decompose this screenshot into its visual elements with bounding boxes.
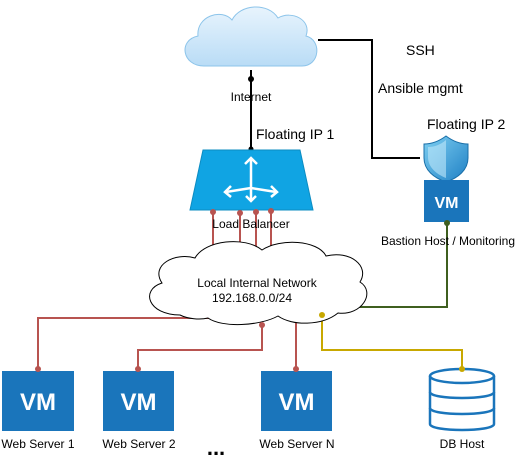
network-cidr-label: 192.168.0.0/24: [212, 291, 292, 305]
web-server-1-node: VM Web Server 1: [1, 366, 75, 451]
link-network-to-bastion: [350, 223, 448, 308]
web-server-2-label: Web Server 2: [102, 437, 175, 451]
bastion-node: VM Bastion Host / Monitoring: [381, 135, 515, 248]
db-host-node: DB Host: [428, 366, 496, 451]
bastion-vm-badge: VM: [435, 195, 459, 212]
network-port-web2: [259, 322, 265, 328]
connectors: [37, 39, 463, 369]
web-server-n-label: Web Server N: [259, 437, 334, 451]
internet-port: [248, 76, 254, 82]
web-server-2-node: VM Web Server 2: [102, 366, 176, 451]
floating-ip-2-label: Floating IP 2: [427, 116, 506, 132]
db-host-port: [459, 366, 465, 372]
web-server-n-vm-badge: VM: [279, 389, 315, 416]
shield-highlight-icon: [428, 140, 446, 178]
internet-label: Internet: [231, 90, 272, 104]
web-server-n-node: VM Web Server N: [259, 366, 335, 451]
internet-node: Internet: [184, 6, 318, 104]
cloud-icon: [184, 6, 318, 67]
web-server-1-label: Web Server 1: [1, 437, 74, 451]
bastion-port: [444, 220, 450, 226]
internal-network-node: Local Internal Network 192.168.0.0/24: [149, 241, 368, 328]
lb-port-4: [268, 208, 274, 214]
web-server-n-vm-box: [261, 371, 332, 431]
load-balancer-label: Load Balancer: [212, 217, 289, 231]
database-icon: [428, 367, 496, 432]
link-network-to-web2: [137, 325, 263, 369]
db-host-label: DB Host: [440, 437, 485, 451]
web-server-2-vm-badge: VM: [121, 389, 157, 416]
lb-port-1: [210, 209, 216, 215]
link-internet-to-bastion: [318, 39, 420, 159]
network-name-label: Local Internal Network: [197, 276, 317, 290]
load-balancer-node: Load Balancer: [189, 149, 314, 231]
lb-port-3: [253, 209, 259, 215]
floating-ip-1-label: Floating IP 1: [256, 126, 335, 142]
web-server-2-vm-box: [103, 371, 174, 431]
web-server-1-port: [35, 366, 41, 372]
bastion-vm-box: [424, 180, 469, 222]
web-server-1-vm-box: [2, 371, 74, 431]
web-server-n-port: [293, 366, 299, 372]
load-balancer-arrows-icon: [223, 156, 279, 203]
link-network-to-db: [321, 315, 463, 369]
ansible-mgmt-label: Ansible mgmt: [378, 80, 463, 96]
bastion-label: Bastion Host / Monitoring: [381, 234, 515, 248]
lb-port-2: [237, 210, 243, 216]
more-servers-ellipsis: ...: [207, 435, 225, 458]
web-server-2-port: [135, 366, 141, 372]
link-network-to-web1: [37, 317, 245, 369]
network-cloud-icon: [149, 241, 368, 326]
network-port-db: [319, 312, 325, 318]
web-server-1-vm-badge: VM: [20, 389, 56, 416]
ssh-label: SSH: [406, 42, 435, 58]
